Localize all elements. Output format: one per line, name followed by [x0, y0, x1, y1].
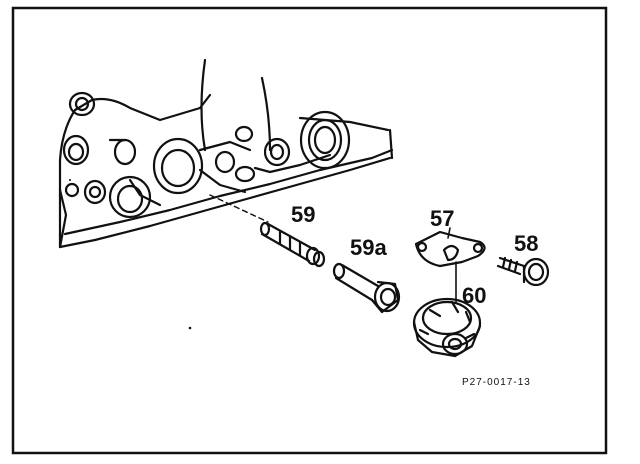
speck	[188, 326, 192, 330]
label-57: 57	[430, 206, 454, 231]
bolt-part-58	[496, 256, 550, 287]
gasket-part-57	[414, 230, 486, 268]
alignment-line	[209, 194, 269, 223]
speck	[69, 179, 71, 181]
stud-part-59	[259, 221, 326, 268]
label-58: 58	[514, 231, 538, 256]
label-60: 60	[462, 283, 486, 308]
label-59: 59	[291, 202, 315, 227]
sleeve-part-59a	[332, 262, 401, 314]
leader-line-57	[447, 227, 451, 239]
engine-block-casting	[58, 58, 394, 249]
figure-code: P27-0017-13	[462, 377, 531, 388]
valve-part-60	[412, 297, 482, 358]
label-59a: 59a	[350, 235, 387, 260]
diagram-frame	[11, 6, 608, 455]
